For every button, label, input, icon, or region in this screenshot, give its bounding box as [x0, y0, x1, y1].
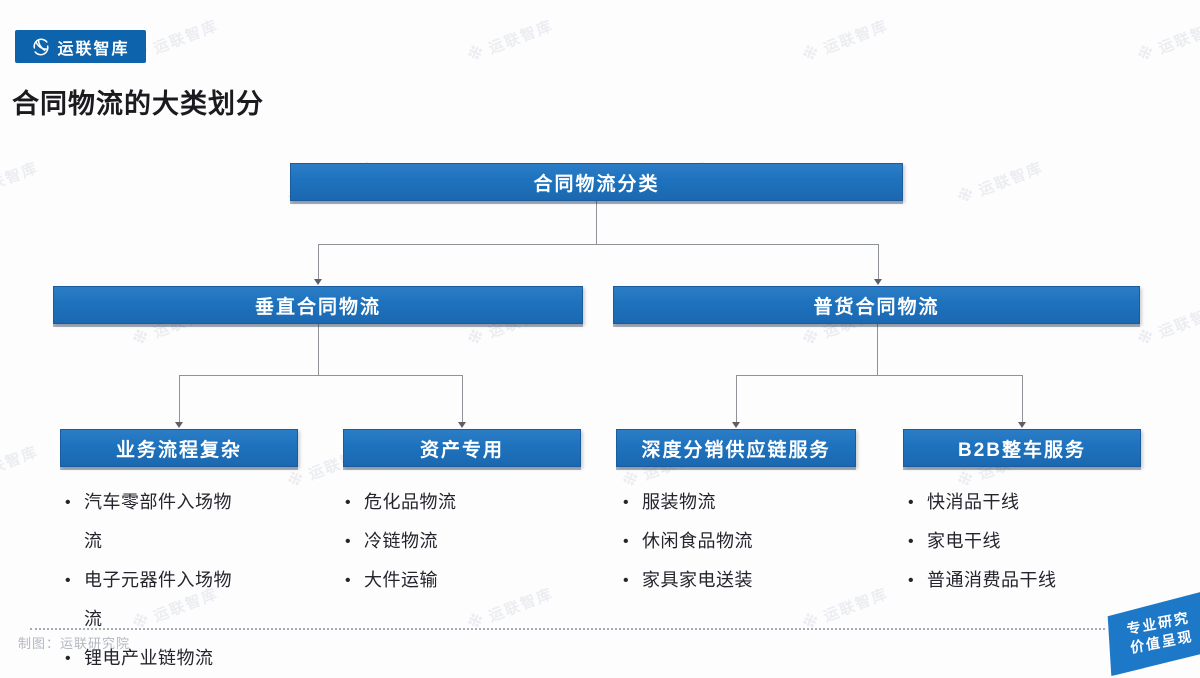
bullet-icon: • [908, 533, 915, 550]
watermark-swirl-icon: ※ [129, 325, 154, 350]
watermark-swirl-icon: ※ [1134, 41, 1159, 66]
watermark-swirl-icon: ※ [464, 325, 489, 350]
arrowhead-icon [175, 422, 183, 428]
watermark-swirl-icon: ※ [799, 41, 824, 66]
connector-line [318, 244, 319, 279]
list-item-label: 电子元器件入场物流 [84, 570, 232, 629]
connector-line [878, 244, 879, 279]
connector-line [1022, 375, 1023, 422]
bullet-list-distribution-supply-chain: • 服装物流 • 休闲食品物流 • 家具家电送装 [618, 483, 792, 600]
arrowhead-icon [874, 279, 882, 285]
arrowhead-icon [732, 422, 740, 428]
node-branch-general: 普货合同物流 [613, 286, 1140, 324]
node-leaf-distribution-supply-chain: 深度分销供应链服务 [616, 429, 856, 467]
bullet-icon: • [345, 572, 352, 589]
watermark-text: ※运联智库 [799, 585, 891, 634]
connector-line [736, 375, 737, 422]
connector-line [318, 244, 878, 245]
list-item: • 电子元器件入场物流 [60, 561, 234, 639]
bullet-icon: • [908, 572, 915, 589]
node-leaf-complex-process: 业务流程复杂 [60, 429, 298, 467]
connector-line [462, 375, 463, 422]
connector-line [318, 324, 319, 375]
watermark-text: ※运联智库 [0, 443, 41, 484]
bullet-icon: • [623, 572, 630, 589]
list-item: • 大件运输 [340, 561, 514, 600]
watermark-text: ※运联智库 [799, 17, 891, 66]
list-item: • 家电干线 [903, 522, 1077, 561]
list-item-label: 大件运输 [364, 570, 438, 590]
watermark-swirl-icon: ※ [464, 41, 489, 66]
connector-line [736, 375, 1022, 376]
watermark-swirl-icon: ※ [1134, 325, 1159, 350]
watermark-swirl-icon: ※ [799, 325, 824, 350]
footer-dotted-divider [30, 628, 1105, 630]
watermark-text: ※运联智库 [1134, 17, 1200, 66]
bullet-icon: • [345, 533, 352, 550]
arrowhead-icon [314, 279, 322, 285]
list-item: • 快消品干线 [903, 483, 1077, 522]
page-title: 合同物流的大类划分 [12, 89, 264, 119]
list-item-label: 服装物流 [642, 492, 716, 512]
watermark-text: ※运联智库 [464, 17, 556, 66]
list-item-label: 家电干线 [927, 531, 1001, 551]
bullet-icon: • [623, 533, 630, 550]
bullet-icon: • [65, 650, 72, 667]
logo-badge: 运联智库 [15, 30, 146, 63]
connector-line [179, 375, 180, 422]
logo-swirl-icon [33, 38, 50, 55]
connector-line [596, 201, 597, 244]
list-item: • 普通消费品干线 [903, 561, 1077, 600]
list-item: • 危化品物流 [340, 483, 514, 522]
logo-text: 运联智库 [57, 40, 130, 58]
list-item: • 家具家电送装 [618, 561, 792, 600]
connector-line [877, 324, 878, 375]
credit-text: 制图：运联研究院 [18, 636, 131, 651]
watermark-text: ※运联智库 [954, 159, 1046, 208]
list-item: • 冷链物流 [340, 522, 514, 561]
list-item: • 休闲食品物流 [618, 522, 792, 561]
watermark-swirl-icon: ※ [954, 183, 979, 208]
bullet-icon: • [345, 494, 352, 511]
watermark-swirl-icon: ※ [284, 467, 309, 492]
bullet-list-complex-process: • 汽车零部件入场物流 • 电子元器件入场物流 • 锂电产业链物流 [60, 483, 234, 678]
arrowhead-icon [1018, 422, 1026, 428]
node-leaf-dedicated-assets: 资产专用 [343, 429, 581, 467]
watermark-text: ※运联智库 [0, 159, 41, 200]
list-item-label: 休闲食品物流 [642, 531, 753, 551]
connector-line [179, 375, 462, 376]
node-leaf-b2b-ftl: B2B整车服务 [903, 429, 1141, 467]
list-item-label: 冷链物流 [364, 531, 438, 551]
node-root: 合同物流分类 [290, 163, 903, 201]
bullet-list-dedicated-assets: • 危化品物流 • 冷链物流 • 大件运输 [340, 483, 514, 600]
node-branch-vertical: 垂直合同物流 [53, 286, 583, 324]
list-item-label: 汽车零部件入场物流 [84, 492, 232, 551]
bullet-icon: • [623, 494, 630, 511]
bullet-icon: • [908, 494, 915, 511]
bullet-icon: • [65, 494, 72, 511]
list-item-label: 普通消费品干线 [927, 570, 1057, 590]
corner-ribbon: 专业研究 价值呈现 [1099, 590, 1200, 676]
list-item: • 汽车零部件入场物流 [60, 483, 234, 561]
watermark-text: ※运联智库 [1134, 301, 1200, 350]
list-item-label: 快消品干线 [927, 492, 1020, 512]
list-item-label: 家具家电送装 [642, 570, 753, 590]
arrowhead-icon [458, 422, 466, 428]
bullet-list-b2b-ftl: • 快消品干线 • 家电干线 • 普通消费品干线 [903, 483, 1077, 600]
list-item-label: 锂电产业链物流 [84, 648, 214, 668]
list-item: • 服装物流 [618, 483, 792, 522]
list-item: • 锂电产业链物流 [60, 639, 234, 678]
bullet-icon: • [65, 572, 72, 589]
list-item-label: 危化品物流 [364, 492, 457, 512]
